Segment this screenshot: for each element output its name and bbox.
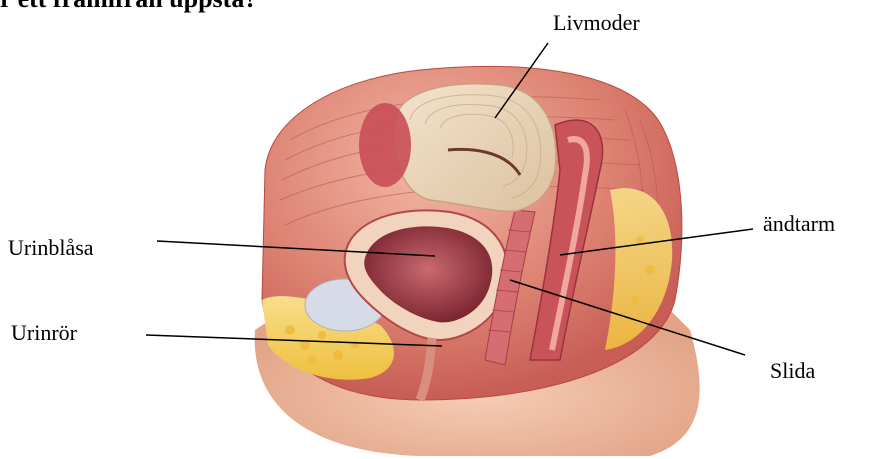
label-livmoder: Livmoder bbox=[553, 10, 640, 36]
label-urinblasa: Urinblåsa bbox=[8, 235, 94, 261]
ovary bbox=[359, 103, 411, 187]
label-urinror: Urinrör bbox=[11, 320, 77, 346]
label-slida: Slida bbox=[770, 358, 815, 384]
label-andtarm: ändtarm bbox=[763, 211, 835, 237]
uterus bbox=[394, 84, 556, 212]
